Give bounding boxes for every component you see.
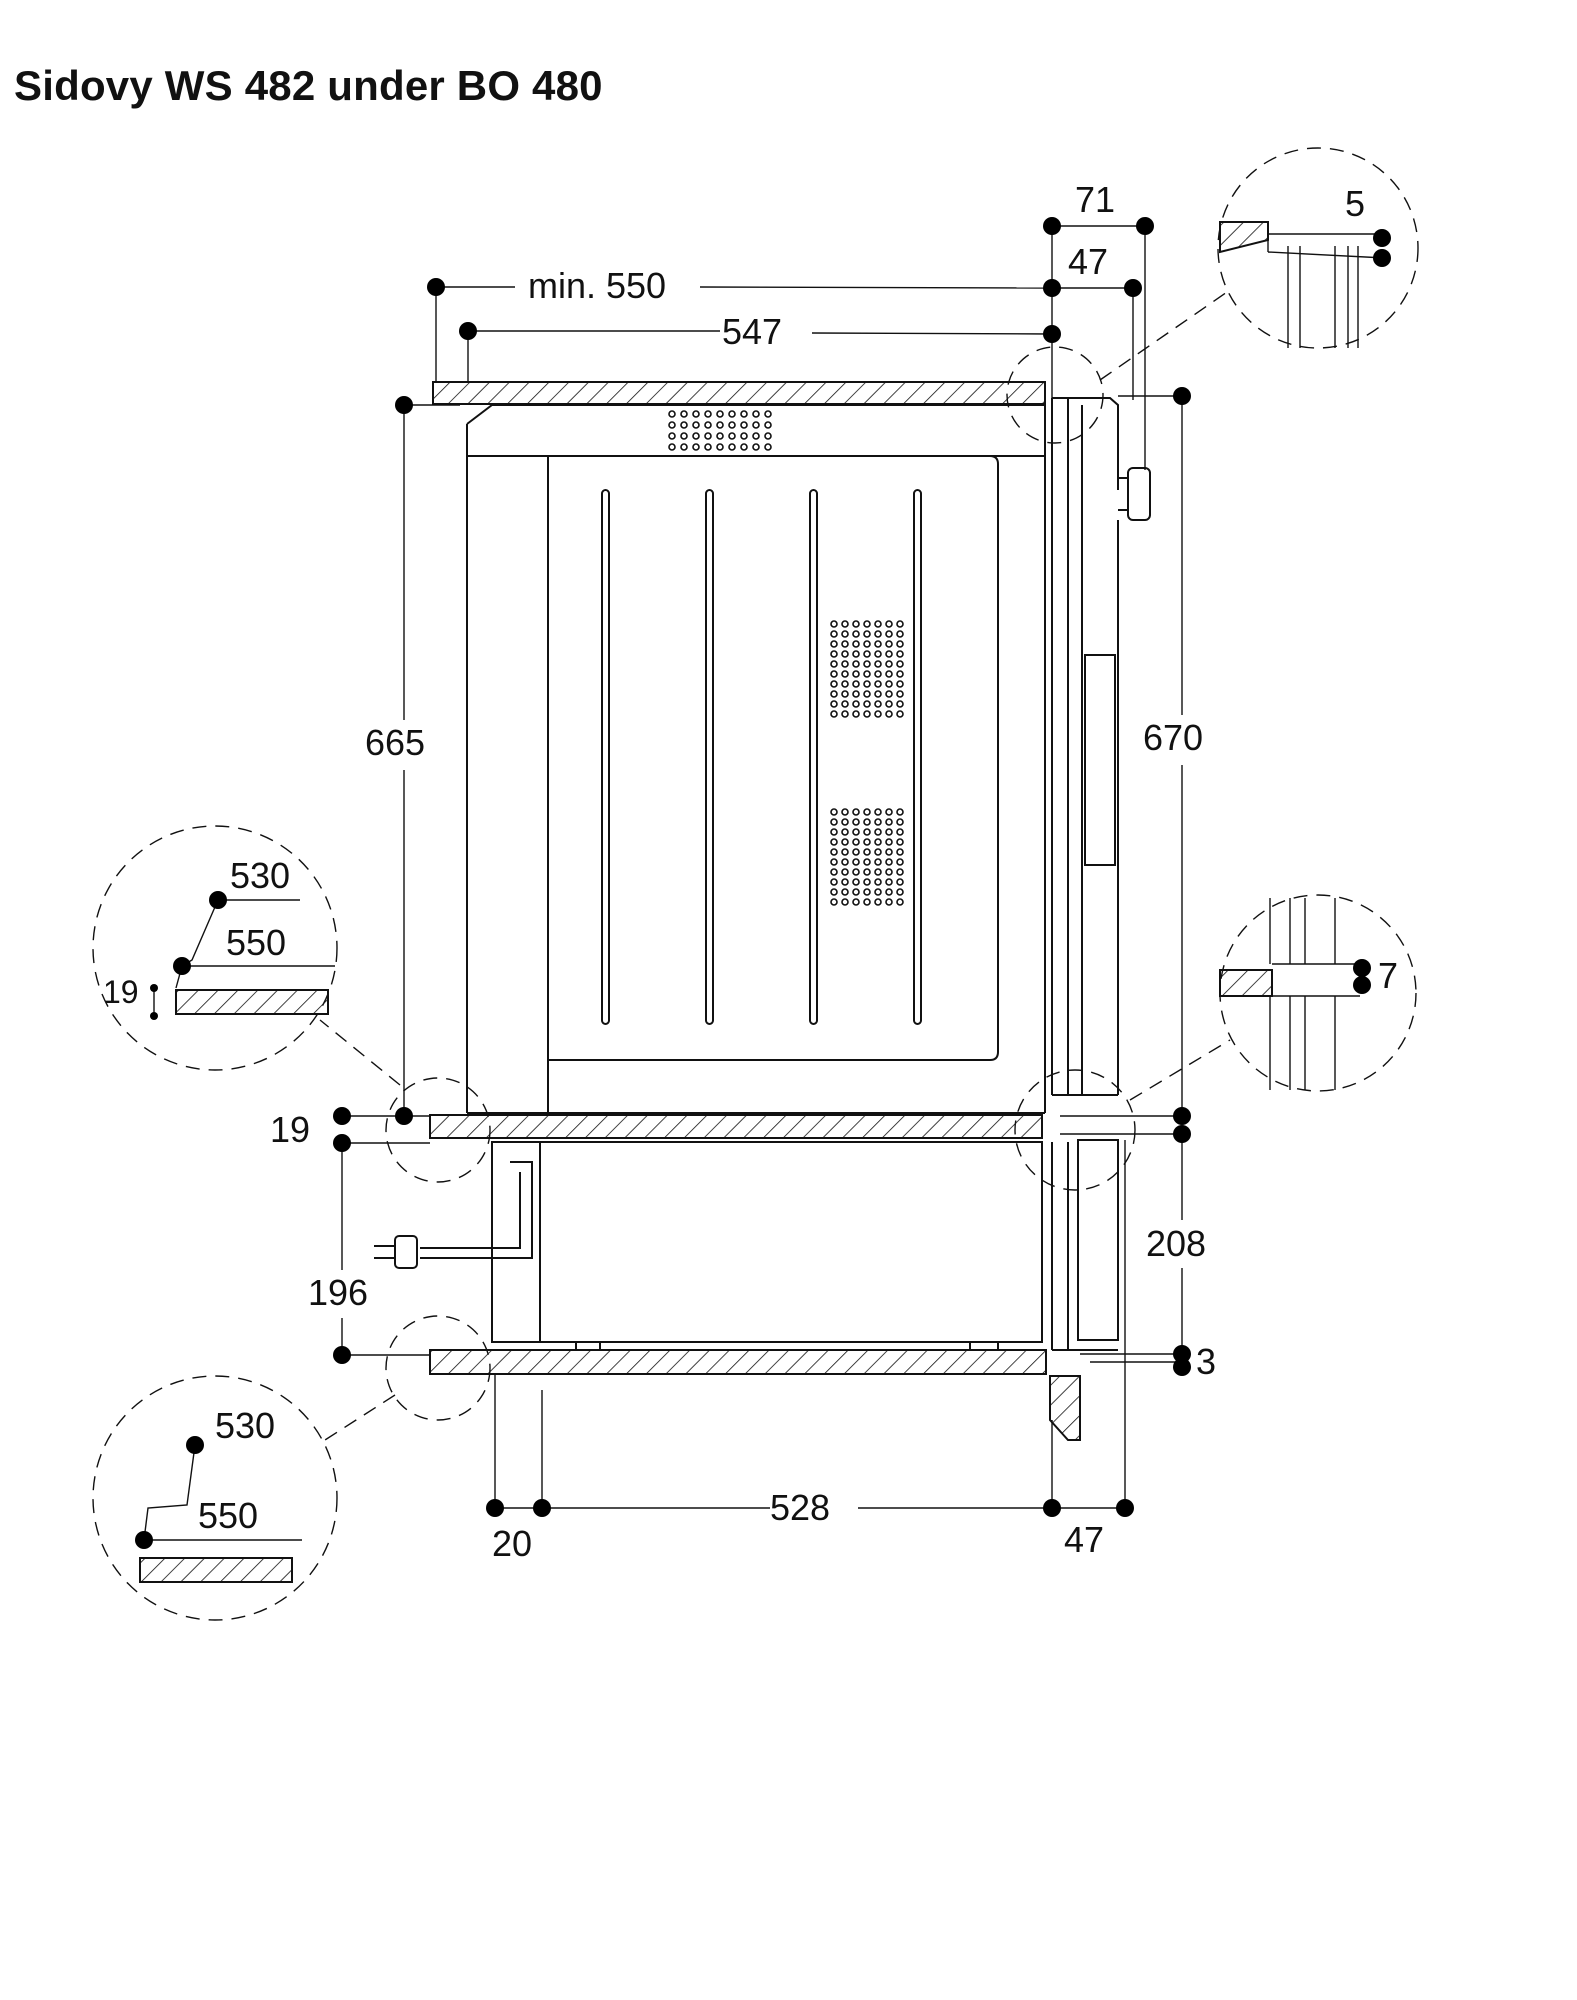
label-detail-ul-530: 530 [230, 855, 290, 896]
label-670: 670 [1143, 717, 1203, 758]
label-547: 547 [722, 311, 782, 352]
detail-lower-left [92, 1375, 338, 1621]
label-71: 71 [1075, 179, 1115, 220]
label-detail-ul-550: 550 [226, 922, 286, 963]
oven-rails [601, 489, 922, 1025]
detail-marker-mid-right [1014, 1069, 1136, 1191]
label-196: 196 [308, 1272, 368, 1313]
oven-handle [1084, 654, 1116, 866]
oven-knob [1127, 467, 1151, 521]
detail-top-right [1217, 147, 1419, 349]
label-20: 20 [492, 1523, 532, 1564]
label-665: 665 [365, 722, 425, 763]
page-title: Sidovy WS 482 under BO 480 [14, 62, 603, 109]
detail-marker-mid-left [385, 1077, 491, 1183]
label-47-top: 47 [1068, 241, 1108, 282]
top-shelf [432, 381, 1046, 405]
top-vent-grid [668, 410, 772, 451]
label-208: 208 [1146, 1223, 1206, 1264]
middle-shelf [429, 1114, 1043, 1139]
label-3: 3 [1196, 1341, 1216, 1382]
detail-marker-bottom-left [385, 1315, 491, 1421]
dimension-dots [333, 217, 1191, 1517]
label-min-550: min. 550 [528, 265, 666, 306]
label-7: 7 [1378, 955, 1398, 996]
label-47-bottom: 47 [1064, 1519, 1104, 1560]
power-cord [374, 1161, 533, 1269]
side-vent-grid-upper [830, 620, 904, 718]
oven-door-profile [1051, 397, 1151, 1096]
warming-drawer [491, 1139, 1119, 1351]
label-detail-ll-530: 530 [215, 1405, 275, 1446]
detail-upper-left [92, 825, 338, 1071]
bottom-shelf [429, 1349, 1047, 1375]
detail-marker-top-right [1006, 346, 1104, 444]
label-detail-ul-19: 19 [103, 974, 139, 1010]
dimension-lines [341, 222, 1183, 1509]
label-19-shelf: 19 [270, 1109, 310, 1150]
oven-body [466, 397, 1046, 1114]
label-5: 5 [1345, 183, 1365, 224]
label-detail-ll-550: 550 [198, 1495, 258, 1536]
detail-mid-right [1219, 894, 1417, 1092]
label-528: 528 [770, 1487, 830, 1528]
side-vent-grid-lower [830, 808, 904, 906]
bottom-trim [1049, 1375, 1081, 1441]
